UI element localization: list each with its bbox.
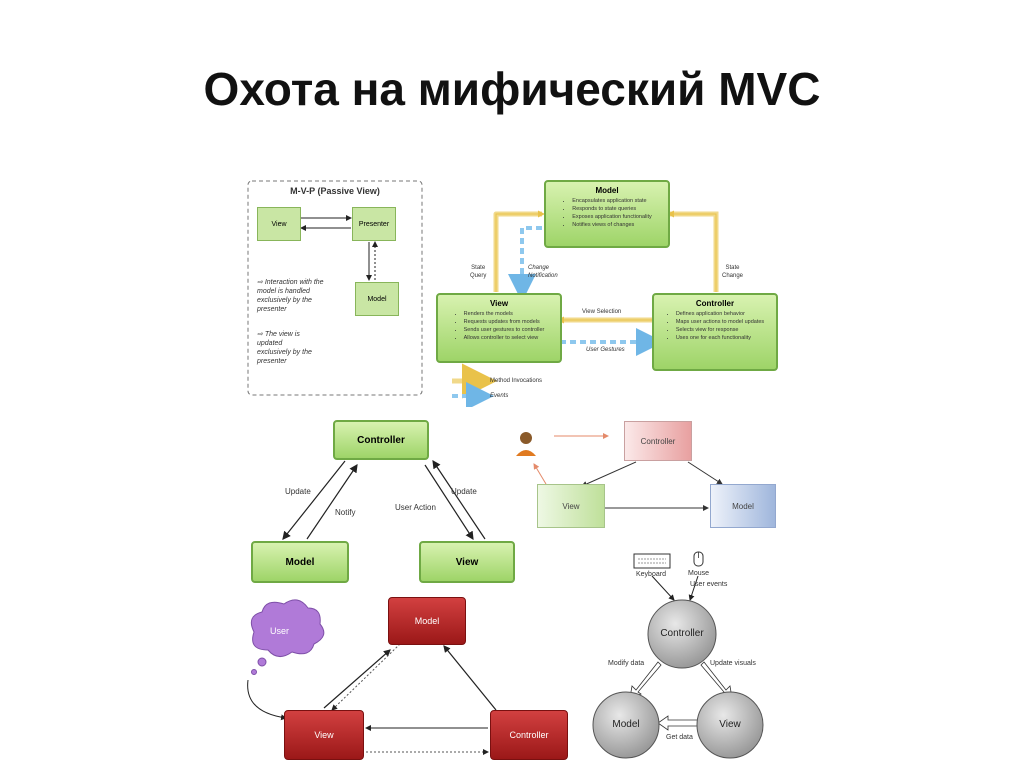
tri-view-box: View	[419, 541, 515, 583]
circles-update-visuals-label: Update visuals	[710, 660, 756, 667]
circles-view-label: View	[719, 719, 741, 730]
legend-events: Events	[490, 393, 509, 399]
red-model-box: Model	[388, 597, 466, 645]
red-mvc-diagram: User Model View Controller	[240, 590, 578, 765]
red-user-label: User	[270, 626, 290, 636]
circles-diagram: Keyboard Mouse User events Controller Mo…	[586, 548, 786, 766]
detail-controller-title: Controller	[695, 299, 735, 308]
flow-model-box: Model	[710, 484, 776, 528]
triangle-diagram: Controller Model View Update Notify User…	[245, 415, 525, 587]
circles-model-label: Model	[612, 719, 640, 730]
circles-modify-data-label: Modify data	[608, 660, 645, 667]
tri-label-notify: Notify	[335, 508, 356, 517]
detail-view-box: View Renders the modelsRequests updates …	[436, 293, 562, 363]
detail-controller-list: Defines application behaviorMaps user ac…	[666, 310, 764, 342]
keyboard-icon	[633, 553, 671, 569]
red-view-box: View	[284, 710, 364, 760]
circles-mouse-label: Mouse	[688, 570, 710, 577]
tri-label-user-action: User Action	[395, 503, 436, 512]
legend-method-invocations: Method Invocations	[490, 378, 543, 384]
user-cloud-icon	[250, 599, 325, 675]
mvp-presenter-box: Presenter	[352, 207, 396, 241]
user-person-icon	[516, 432, 536, 456]
red-controller-box: Controller	[490, 710, 568, 760]
flow-view-box: View	[537, 484, 605, 528]
mvp-diagram: M-V-P (Passive View) View Presenter Mode…	[247, 180, 423, 396]
user-flow-diagram: Controller View Model	[512, 418, 782, 534]
mvp-model-box: Model	[355, 282, 399, 316]
circles-controller-label: Controller	[660, 628, 704, 639]
label-view-selection: View Selection	[582, 309, 622, 315]
label-user-gestures: User Gestures	[586, 347, 625, 353]
tri-label-update-left: Update	[285, 487, 311, 496]
mvc-detail-diagram: Model Encapsulates application stateResp…	[430, 172, 790, 407]
tri-model-box: Model	[251, 541, 349, 583]
detail-view-list: Renders the modelsRequests updates from …	[454, 310, 545, 342]
red-mvc-connectors	[247, 599, 497, 755]
detail-model-box: Model Encapsulates application stateResp…	[544, 180, 670, 248]
circles-keyboard-label: Keyboard	[636, 571, 666, 578]
tri-controller-box: Controller	[333, 420, 429, 460]
circles-get-data-label: Get data	[666, 734, 693, 741]
arrow-icon: ⇨	[257, 279, 265, 286]
triangle-connectors	[282, 460, 486, 541]
arrow-icon: ⇨	[257, 331, 265, 338]
detail-controller-box: Controller Defines application behaviorM…	[652, 293, 778, 371]
detail-model-title: Model	[595, 186, 619, 195]
mvp-title: M-V-P (Passive View)	[290, 186, 380, 196]
tri-label-update-right: Update	[451, 487, 477, 496]
detail-view-title: View	[489, 299, 509, 308]
mvc-detail-connectors	[452, 210, 719, 407]
mouse-icon	[693, 551, 704, 567]
detail-model-list: Encapsulates application stateResponds t…	[562, 197, 652, 229]
mvp-view-box: View	[257, 207, 301, 241]
user-flow-connectors	[516, 432, 723, 511]
circles-user-events-label: User events	[690, 581, 728, 588]
slide-title: Охота на мифический MVC	[203, 63, 821, 115]
flow-controller-box: Controller	[624, 421, 692, 461]
circles-connectors	[592, 551, 764, 759]
